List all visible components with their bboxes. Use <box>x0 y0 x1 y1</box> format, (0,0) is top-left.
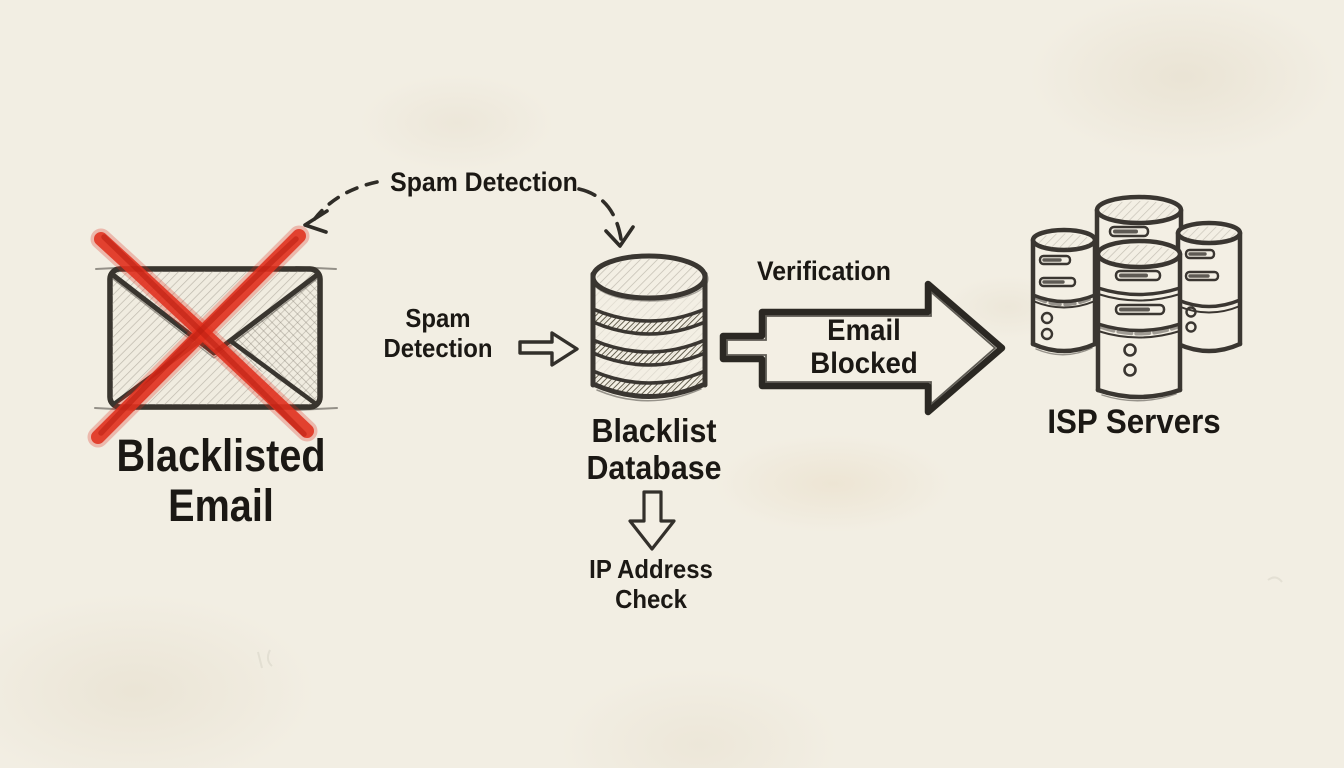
email-blocked-label-line1: Email <box>827 314 901 347</box>
ip-address-check-label-line2: Check <box>615 583 687 614</box>
ip-address-check-label-line1: IP Address <box>589 554 713 584</box>
database-icon <box>590 253 709 402</box>
blacklisted-email-label-line2: Email <box>168 480 274 532</box>
spam-detection-arc-icon <box>303 180 635 248</box>
isp-servers-label: ISP Servers <box>1047 403 1221 441</box>
small-right-arrow-icon <box>518 331 579 367</box>
spam-detection-input-label: Spam Detection <box>383 303 493 363</box>
email-blocked-label: Email Blocked <box>810 314 917 380</box>
server-front-center-icon <box>1095 238 1183 402</box>
email-blocked-label-line2: Blocked <box>810 347 918 380</box>
server-back-right-icon <box>1175 220 1243 354</box>
server-cluster-icon <box>1030 194 1243 402</box>
blacklist-database-label-line1: Blacklist <box>591 412 717 449</box>
blacklist-database-label-line2: Database <box>586 448 722 486</box>
down-arrow-icon <box>628 490 676 551</box>
blacklist-database-label: Blacklist Database <box>586 412 722 487</box>
faint-sketch-marks <box>257 576 1283 669</box>
spam-detection-arc-label: Spam Detection <box>390 167 578 197</box>
blacklisted-email-label: Blacklisted Email <box>116 430 326 532</box>
blacklisted-email-label-line1: Blacklisted <box>116 430 326 481</box>
ip-address-check-label: IP Address Check <box>589 554 713 614</box>
red-cross-icon <box>87 225 318 448</box>
block-arrow-right-icon <box>719 280 1006 416</box>
server-back-left-icon <box>1030 227 1098 356</box>
spam-detection-input-label-line2: Detection <box>383 332 493 363</box>
verification-label: Verification <box>757 256 891 286</box>
spam-detection-input-label-line1: Spam <box>405 303 471 333</box>
